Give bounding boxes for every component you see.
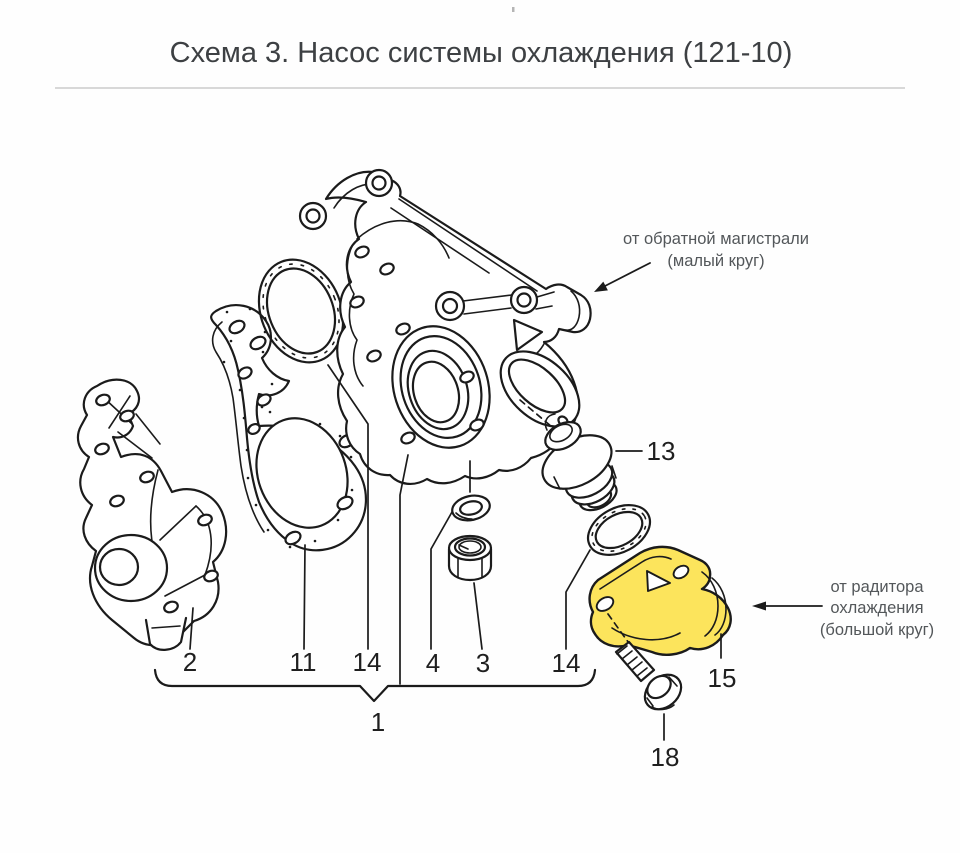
part-1-housing [298,168,592,485]
explode-axis-elbow-bolt [607,613,637,654]
label-part-14-front: 14 [353,647,382,677]
housing-bolt-holes [349,245,485,445]
part-13-thermostat [541,413,618,512]
part-3-nut [447,534,493,582]
label-part-4: 4 [426,648,440,678]
label-part-11: 11 [290,647,317,677]
part-number-labels: 2 11 14 4 3 14 1 13 15 18 [183,436,737,772]
gasket-texture-dots [222,307,354,549]
label-part-15: 15 [708,663,737,693]
part-14-oring-thermostat [586,504,652,556]
annotation-return-line: от обратной магистрали (малый круг) [594,230,809,292]
annotation-radiator-text-1: от радитора [830,578,924,596]
part-2-water-pump [76,378,228,651]
part-11-gasket [210,304,368,552]
pump-bolt-holes [94,393,219,614]
part-18-bolt [614,640,683,711]
annotation-radiator-text-2: охлаждения [830,599,923,617]
part-14-oring-front [257,258,345,364]
annotation-return-line-text-1: от обратной магистрали [623,230,809,248]
part-4-seal-washer [451,494,491,522]
label-part-18: 18 [651,742,680,772]
assembly-brace [153,668,597,703]
label-part-2: 2 [183,647,197,677]
label-part-3: 3 [476,648,490,678]
label-part-14-rear: 14 [552,648,581,678]
stray-mark [512,7,515,12]
annotation-radiator: от радитора охлаждения (большой круг) [752,578,934,639]
label-part-13: 13 [647,436,676,466]
label-part-1: 1 [371,707,385,737]
header: Схема 3. Насос системы охлаждения (121-1… [55,7,905,89]
explode-axis-housing-thermostat [519,399,553,428]
annotation-radiator-text-3: (большой круг) [820,621,934,639]
page-title: Схема 3. Насос системы охлаждения (121-1… [170,37,793,69]
return-line-arrow [604,262,651,287]
part-15-coolant-elbow-highlighted [588,545,732,656]
annotation-return-line-text-2: (малый круг) [667,252,764,270]
return-line-arrowhead [594,281,608,292]
radiator-arrowhead [752,601,766,611]
leader-lines [189,364,722,741]
